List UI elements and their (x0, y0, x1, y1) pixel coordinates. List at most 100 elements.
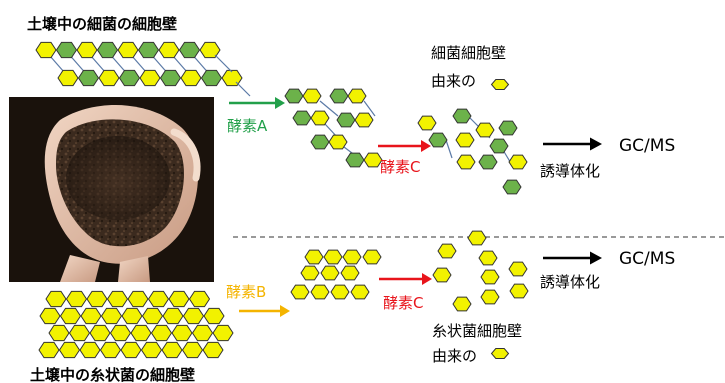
green-hexagon (489, 138, 509, 154)
yellow-hexagon (509, 283, 529, 299)
fungi-origin-label-line2: 由来の (432, 347, 477, 365)
yellow-hexagon (191, 324, 214, 342)
yellow-hexagon (330, 284, 350, 300)
yellow-hexagon (79, 341, 101, 359)
green-hexagon (178, 41, 201, 59)
peptide-link (214, 54, 233, 73)
yellow-hexagon (65, 290, 88, 308)
yellow-hexagon (80, 307, 102, 325)
yellow-hexagon (508, 154, 528, 170)
gcms-label-bottom: GC/MS (619, 249, 675, 269)
enzyme-c-label-bottom: 酵素C (383, 294, 423, 312)
soil-photo (9, 97, 214, 282)
yellow-hexagon (76, 41, 98, 59)
yellow-hexagon (139, 69, 161, 87)
yellow-hexagon (203, 307, 225, 325)
yellow-hexagon (130, 324, 152, 342)
yellow-hexagon (48, 324, 70, 342)
gcms-label-top: GC/MS (619, 136, 675, 156)
green-hexagon (118, 69, 141, 87)
yellow-hexagon (480, 269, 500, 285)
fungal-cell-wall-hexagons (38, 290, 234, 359)
yellow-hexagon (140, 341, 163, 359)
yellow-hexagon (363, 152, 383, 168)
yellow-hexagon (57, 69, 79, 87)
green-hexagon (329, 88, 349, 104)
yellow-hexagon (181, 341, 204, 359)
yellow-hexagon (188, 290, 211, 308)
yellow-hexagon (467, 230, 487, 246)
green-hexagon (498, 120, 518, 136)
gcms-arrow-bottom (543, 251, 602, 265)
yellow-hexagon (168, 290, 190, 308)
enzyme-a-arrow (229, 97, 285, 109)
yellow-hexagon (199, 41, 221, 59)
yellow-hexagon (480, 289, 500, 305)
yellow-hexagon (182, 307, 205, 325)
yellow-hexagon (162, 307, 184, 325)
peptide-link (131, 55, 147, 73)
peptide-link (193, 55, 208, 73)
yellow-hexagon (456, 154, 476, 170)
yellow-hexagon (98, 69, 120, 87)
yellow-hexagon (109, 324, 132, 342)
fungal-released-monomers (432, 230, 529, 312)
green-hexagon (336, 112, 356, 128)
derivatization-label-bottom: 誘導体化 (540, 273, 600, 291)
yellow-hexagon (147, 290, 170, 308)
enzyme-c-arrow-bottom (379, 273, 432, 285)
yellow-hexagon (38, 341, 60, 359)
yellow-hexagon (340, 265, 360, 281)
bacteria-cell-wall-strands (35, 41, 251, 97)
yellow-hexagon (35, 41, 57, 59)
yellow-hexagon (121, 307, 143, 325)
peptide-link (111, 55, 126, 73)
yellow-hexagon (171, 324, 193, 342)
soil-fungi-wall-title: 土壌中の糸状菌の細胞壁 (30, 366, 195, 383)
yellow-hexagon (362, 249, 382, 265)
yellow-hexagon (417, 115, 437, 131)
yellow-hexagon (290, 284, 310, 300)
green-hexagon (159, 69, 182, 87)
yellow-hexagon (475, 122, 495, 138)
yellow-hexagon (89, 324, 111, 342)
yellow-hexagon (342, 249, 362, 265)
yellow-hexagon (202, 341, 224, 359)
enzyme-a-label: 酵素A (227, 117, 268, 135)
legend-yellow-hexagon-top (490, 79, 510, 90)
yellow-hexagon (106, 290, 129, 308)
peptide-link (445, 139, 453, 159)
peptide-link (172, 55, 188, 73)
peptide-link (70, 55, 85, 73)
yellow-hexagon (150, 324, 173, 342)
derivatization-label-top: 誘導体化 (540, 162, 600, 180)
legend-yellow-hexagon-bottom (490, 348, 510, 359)
fungal-wall-fragments (290, 249, 382, 300)
yellow-hexagon (68, 324, 91, 342)
yellow-hexagon (328, 134, 348, 150)
yellow-hexagon (141, 307, 164, 325)
yellow-hexagon (300, 265, 320, 281)
green-hexagon (55, 41, 78, 59)
bacteria-origin-label-line2: 由来の (431, 72, 476, 90)
green-hexagon (310, 134, 330, 150)
yellow-hexagon (320, 265, 340, 281)
yellow-hexagon (478, 250, 498, 266)
peptide-link (319, 100, 339, 117)
soil-bacteria-wall-title: 土壌中の細菌の細胞壁 (27, 15, 177, 33)
yellow-hexagon (127, 290, 149, 308)
peptide-link (152, 55, 167, 73)
yellow-hexagon (100, 307, 123, 325)
peptide-link (90, 55, 106, 73)
yellow-hexagon (455, 132, 475, 148)
yellow-hexagon (452, 296, 472, 312)
yellow-hexagon (86, 290, 108, 308)
yellow-hexagon (161, 341, 183, 359)
green-hexagon (200, 69, 223, 87)
bacteria-origin-label-line1: 細菌細胞壁 (431, 44, 506, 62)
gcms-arrow-top (543, 137, 602, 151)
fungi-origin-label-line1: 糸状菌細胞壁 (432, 322, 522, 340)
yellow-hexagon (310, 284, 330, 300)
yellow-hexagon (508, 261, 528, 277)
yellow-hexagon (304, 249, 324, 265)
